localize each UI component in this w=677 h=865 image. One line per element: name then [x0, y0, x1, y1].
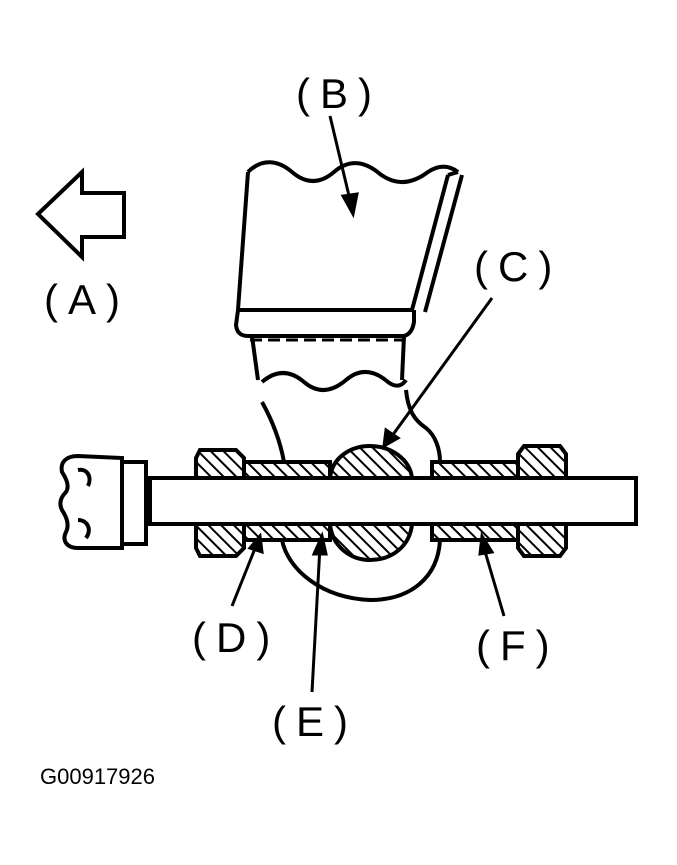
ball-joint	[327, 443, 415, 563]
shaft-rod	[148, 476, 638, 526]
leader-lines	[230, 115, 506, 693]
figure-id: G00917926	[40, 764, 155, 789]
bellows-boot	[58, 453, 148, 550]
direction-arrow-icon	[35, 167, 126, 262]
label-c: (C)	[474, 243, 563, 290]
label-b: (B)	[296, 70, 382, 117]
ball-housing	[260, 389, 442, 603]
label-e: (E)	[272, 698, 358, 745]
lever-arm	[233, 160, 464, 392]
label-f: (F)	[476, 622, 560, 669]
right-nut	[516, 444, 568, 558]
label-a: (A)	[44, 276, 130, 323]
label-d: (D)	[192, 614, 281, 661]
